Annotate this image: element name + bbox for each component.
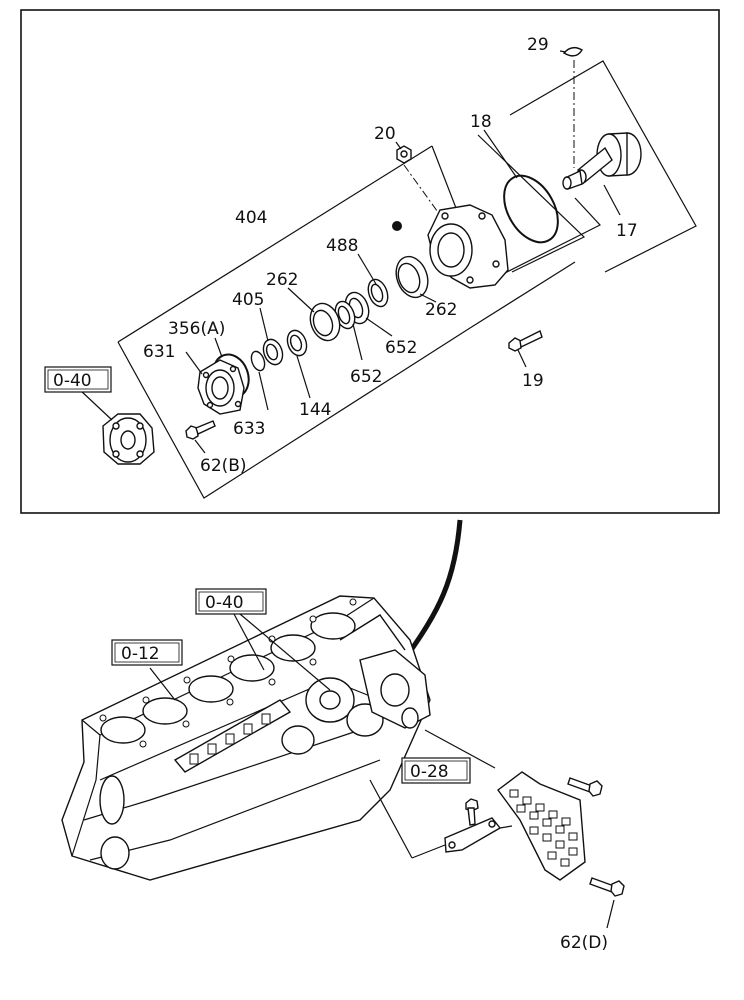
callout-262-lower: 262 <box>425 300 457 320</box>
engine-block <box>61 595 431 881</box>
assembly-boundary-18 <box>477 134 586 273</box>
leader-lines-bottom <box>149 613 615 929</box>
reference-box-0-12: 0-12 <box>111 639 183 666</box>
ref-label-0-40-top: 0-40 <box>53 371 92 391</box>
callout-356a: 356(A) <box>168 319 225 339</box>
leader-lines-top <box>185 50 621 454</box>
nut-20 <box>396 145 412 164</box>
bracket-bolt <box>465 798 479 826</box>
cover-631 <box>197 359 245 415</box>
shaft-17 <box>562 132 642 190</box>
callout-62d: 62(D) <box>560 933 608 953</box>
callout-652-left: 652 <box>350 367 382 387</box>
callout-631: 631 <box>143 342 175 362</box>
ref-leader-040 <box>79 389 113 421</box>
reference-box-0-40: 0-40 <box>195 588 267 615</box>
callout-144: 144 <box>299 400 331 420</box>
bolt-62b <box>185 420 216 440</box>
ref-label-0-40: 0-40 <box>205 593 244 613</box>
bracket-0-28 <box>444 817 502 853</box>
callout-405: 405 <box>232 290 264 310</box>
reference-dot <box>392 221 402 231</box>
callout-488: 488 <box>326 236 358 256</box>
ref-label-0-28: 0-28 <box>410 762 449 782</box>
callout-652-right: 652 <box>385 338 417 358</box>
callout-20: 20 <box>374 124 396 144</box>
bearing-262-left <box>309 302 341 342</box>
reference-box-0-40-top: 0-40 <box>44 366 112 393</box>
callout-404: 404 <box>235 208 267 228</box>
reference-box-0-28: 0-28 <box>401 757 471 784</box>
callout-62b: 62(B) <box>200 456 247 476</box>
bolt-upper-right <box>567 777 603 797</box>
bolt-19 <box>508 330 543 352</box>
callout-29: 29 <box>527 35 549 55</box>
bolt-62d <box>589 877 625 897</box>
connection-curve <box>401 519 463 662</box>
snap-ring-633 <box>250 350 266 372</box>
woodruff-key-29 <box>562 46 583 57</box>
callout-17: 17 <box>616 221 638 241</box>
o-ring-18 <box>503 174 559 244</box>
callout-633: 633 <box>233 419 265 439</box>
housing-404 <box>427 204 509 289</box>
guard-plate <box>497 771 586 881</box>
detail-frame <box>20 9 720 514</box>
coupling-assembly <box>102 413 155 465</box>
callout-262-upper: 262 <box>266 270 298 290</box>
ring-405 <box>262 338 284 366</box>
assembly-boundary-17 <box>509 60 697 273</box>
callout-18: 18 <box>470 112 492 132</box>
bearing-262-right <box>395 255 429 299</box>
ring-488 <box>367 278 389 308</box>
ref-label-0-12: 0-12 <box>121 644 160 664</box>
washer-144 <box>286 329 308 357</box>
callout-19: 19 <box>522 371 544 391</box>
